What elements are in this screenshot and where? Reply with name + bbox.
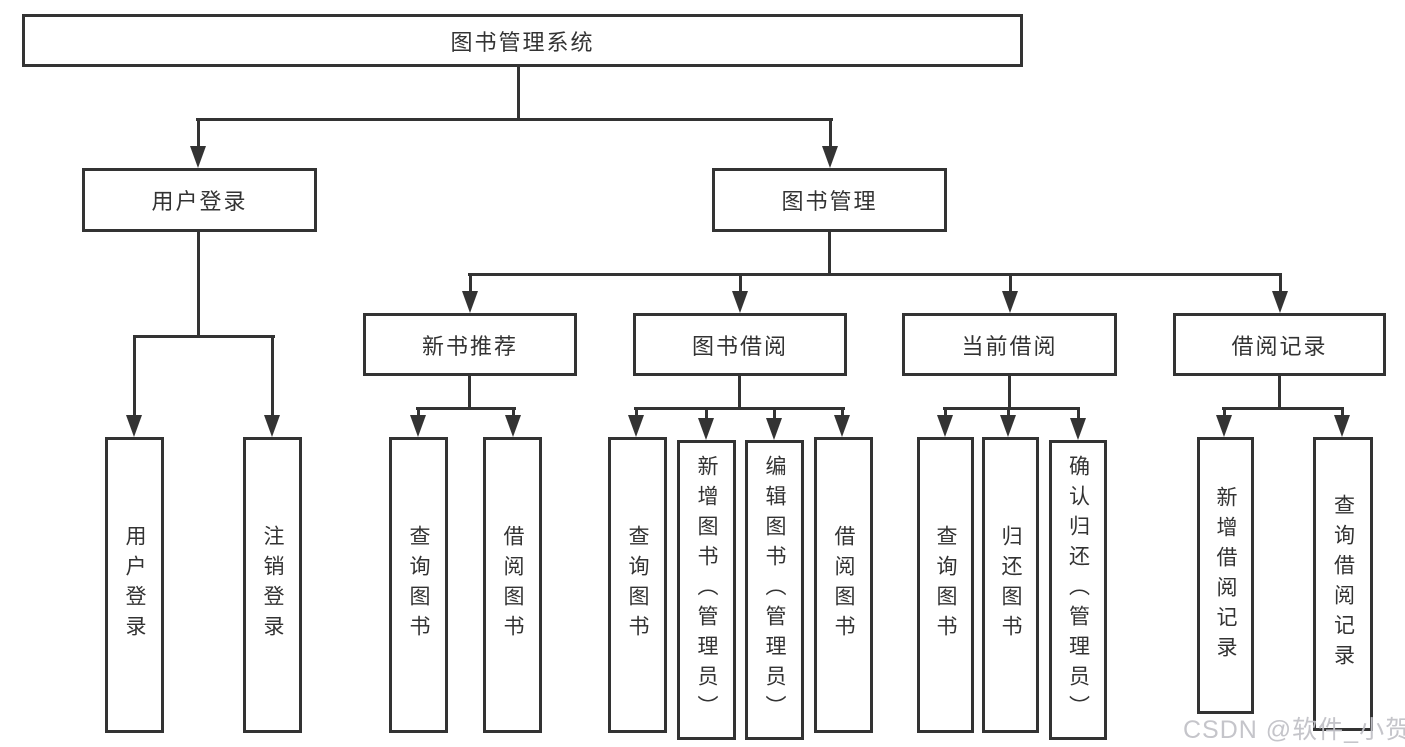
connector-line: [1223, 407, 1226, 417]
node-book-management-label: 图书管理: [781, 189, 878, 214]
connector-line: [197, 231, 200, 338]
leaf-label: 借阅图书: [832, 525, 855, 645]
connector-line: [469, 273, 472, 293]
arrow-down-icon: [766, 418, 782, 440]
leaf-label: 归还图书: [999, 525, 1022, 645]
node-book-borrow-label: 图书借阅: [691, 333, 788, 359]
connector-line: [1279, 273, 1282, 293]
arrow-down-icon: [834, 415, 850, 437]
connector-line: [512, 407, 515, 417]
leaf-label: 查询图书: [626, 525, 649, 645]
connector-line: [944, 407, 947, 417]
connector-line: [416, 407, 516, 410]
connector-line: [133, 335, 136, 417]
node-new-book-recommend: 新书推荐: [363, 313, 577, 376]
connector-line: [1009, 273, 1012, 293]
connector-line: [634, 407, 845, 410]
connector-line: [739, 273, 742, 293]
arrow-down-icon: [126, 415, 142, 437]
leaf-label: 确认归还（管理员）: [1066, 455, 1090, 725]
connector-line: [705, 407, 708, 420]
connector-line: [943, 407, 1080, 410]
leaf-confirm-return-admin: 确认归还（管理员）: [1049, 440, 1107, 740]
connector-line: [271, 335, 274, 417]
arrow-down-icon: [410, 415, 426, 437]
leaf-label: 查询图书: [407, 525, 430, 645]
leaf-borrow-books-recommend: 借阅图书: [483, 437, 542, 733]
leaf-query-books-borrow: 查询图书: [608, 437, 667, 733]
leaf-borrow-books: 借阅图书: [814, 437, 873, 733]
arrow-down-icon: [628, 415, 644, 437]
connector-line: [196, 118, 833, 121]
leaf-label: 新增图书（管理员）: [695, 455, 718, 725]
leaf-logout-label: 注销登录: [261, 525, 284, 645]
connector-line: [468, 375, 471, 410]
leaf-user-login: 用户登录: [105, 437, 164, 733]
connector-line: [1222, 407, 1344, 410]
leaf-label: 查询借阅记录: [1331, 494, 1355, 674]
leaf-label: 查询图书: [934, 525, 957, 645]
node-current-borrow-label: 当前借阅: [961, 333, 1058, 359]
connector-line: [417, 407, 420, 417]
leaf-logout: 注销登录: [243, 437, 302, 733]
watermark: CSDN @软件_小贺同学: [1183, 716, 1405, 744]
node-user-login: 用户登录: [82, 168, 317, 232]
node-book-management: 图书管理: [712, 168, 947, 232]
arrow-down-icon: [1070, 418, 1086, 440]
arrow-down-icon: [698, 418, 714, 440]
connector-line: [773, 407, 776, 420]
leaf-label: 编辑图书（管理员）: [763, 455, 786, 725]
leaf-label: 借阅图书: [501, 525, 524, 645]
node-root: 图书管理系统: [22, 14, 1023, 67]
connector-line: [517, 67, 520, 121]
node-current-borrow: 当前借阅: [902, 313, 1117, 376]
node-new-book-recommend-label: 新书推荐: [421, 333, 518, 359]
connector-line: [1278, 375, 1281, 410]
connector-line: [1007, 407, 1010, 417]
connector-line: [133, 335, 275, 338]
connector-line: [635, 407, 638, 417]
leaf-user-login-label: 用户登录: [123, 525, 146, 645]
arrow-down-icon: [937, 415, 953, 437]
arrow-down-icon: [190, 146, 206, 168]
arrow-down-icon: [1334, 415, 1350, 437]
leaf-query-books-current: 查询图书: [917, 437, 974, 733]
connector-line: [828, 231, 831, 276]
node-borrow-records: 借阅记录: [1173, 313, 1386, 376]
connector-line: [1077, 407, 1080, 420]
arrow-down-icon: [462, 291, 478, 313]
connector-line: [829, 118, 832, 148]
leaf-edit-books-admin: 编辑图书（管理员）: [745, 440, 804, 740]
node-book-borrow: 图书借阅: [633, 313, 847, 376]
connector-line: [1341, 407, 1344, 417]
arrow-down-icon: [1002, 291, 1018, 313]
leaf-query-borrow-record: 查询借阅记录: [1313, 437, 1373, 731]
connector-line: [468, 273, 1282, 276]
arrow-down-icon: [732, 291, 748, 313]
leaf-add-books-admin: 新增图书（管理员）: [677, 440, 736, 740]
arrow-down-icon: [822, 146, 838, 168]
leaf-return-books: 归还图书: [982, 437, 1039, 733]
leaf-query-books-recommend: 查询图书: [389, 437, 448, 733]
connector-line: [738, 375, 741, 410]
arrow-down-icon: [264, 415, 280, 437]
leaf-add-borrow-record: 新增借阅记录: [1197, 437, 1254, 714]
arrow-down-icon: [1272, 291, 1288, 313]
connector-line: [841, 407, 844, 417]
leaf-label: 新增借阅记录: [1214, 485, 1237, 666]
arrow-down-icon: [1216, 415, 1232, 437]
node-root-label: 图书管理系统: [450, 29, 595, 55]
node-user-login-label: 用户登录: [151, 189, 248, 214]
arrow-down-icon: [505, 415, 521, 437]
connector-line: [1008, 375, 1011, 410]
arrow-down-icon: [1000, 415, 1016, 437]
node-borrow-records-label: 借阅记录: [1231, 333, 1328, 359]
connector-line: [197, 118, 200, 148]
